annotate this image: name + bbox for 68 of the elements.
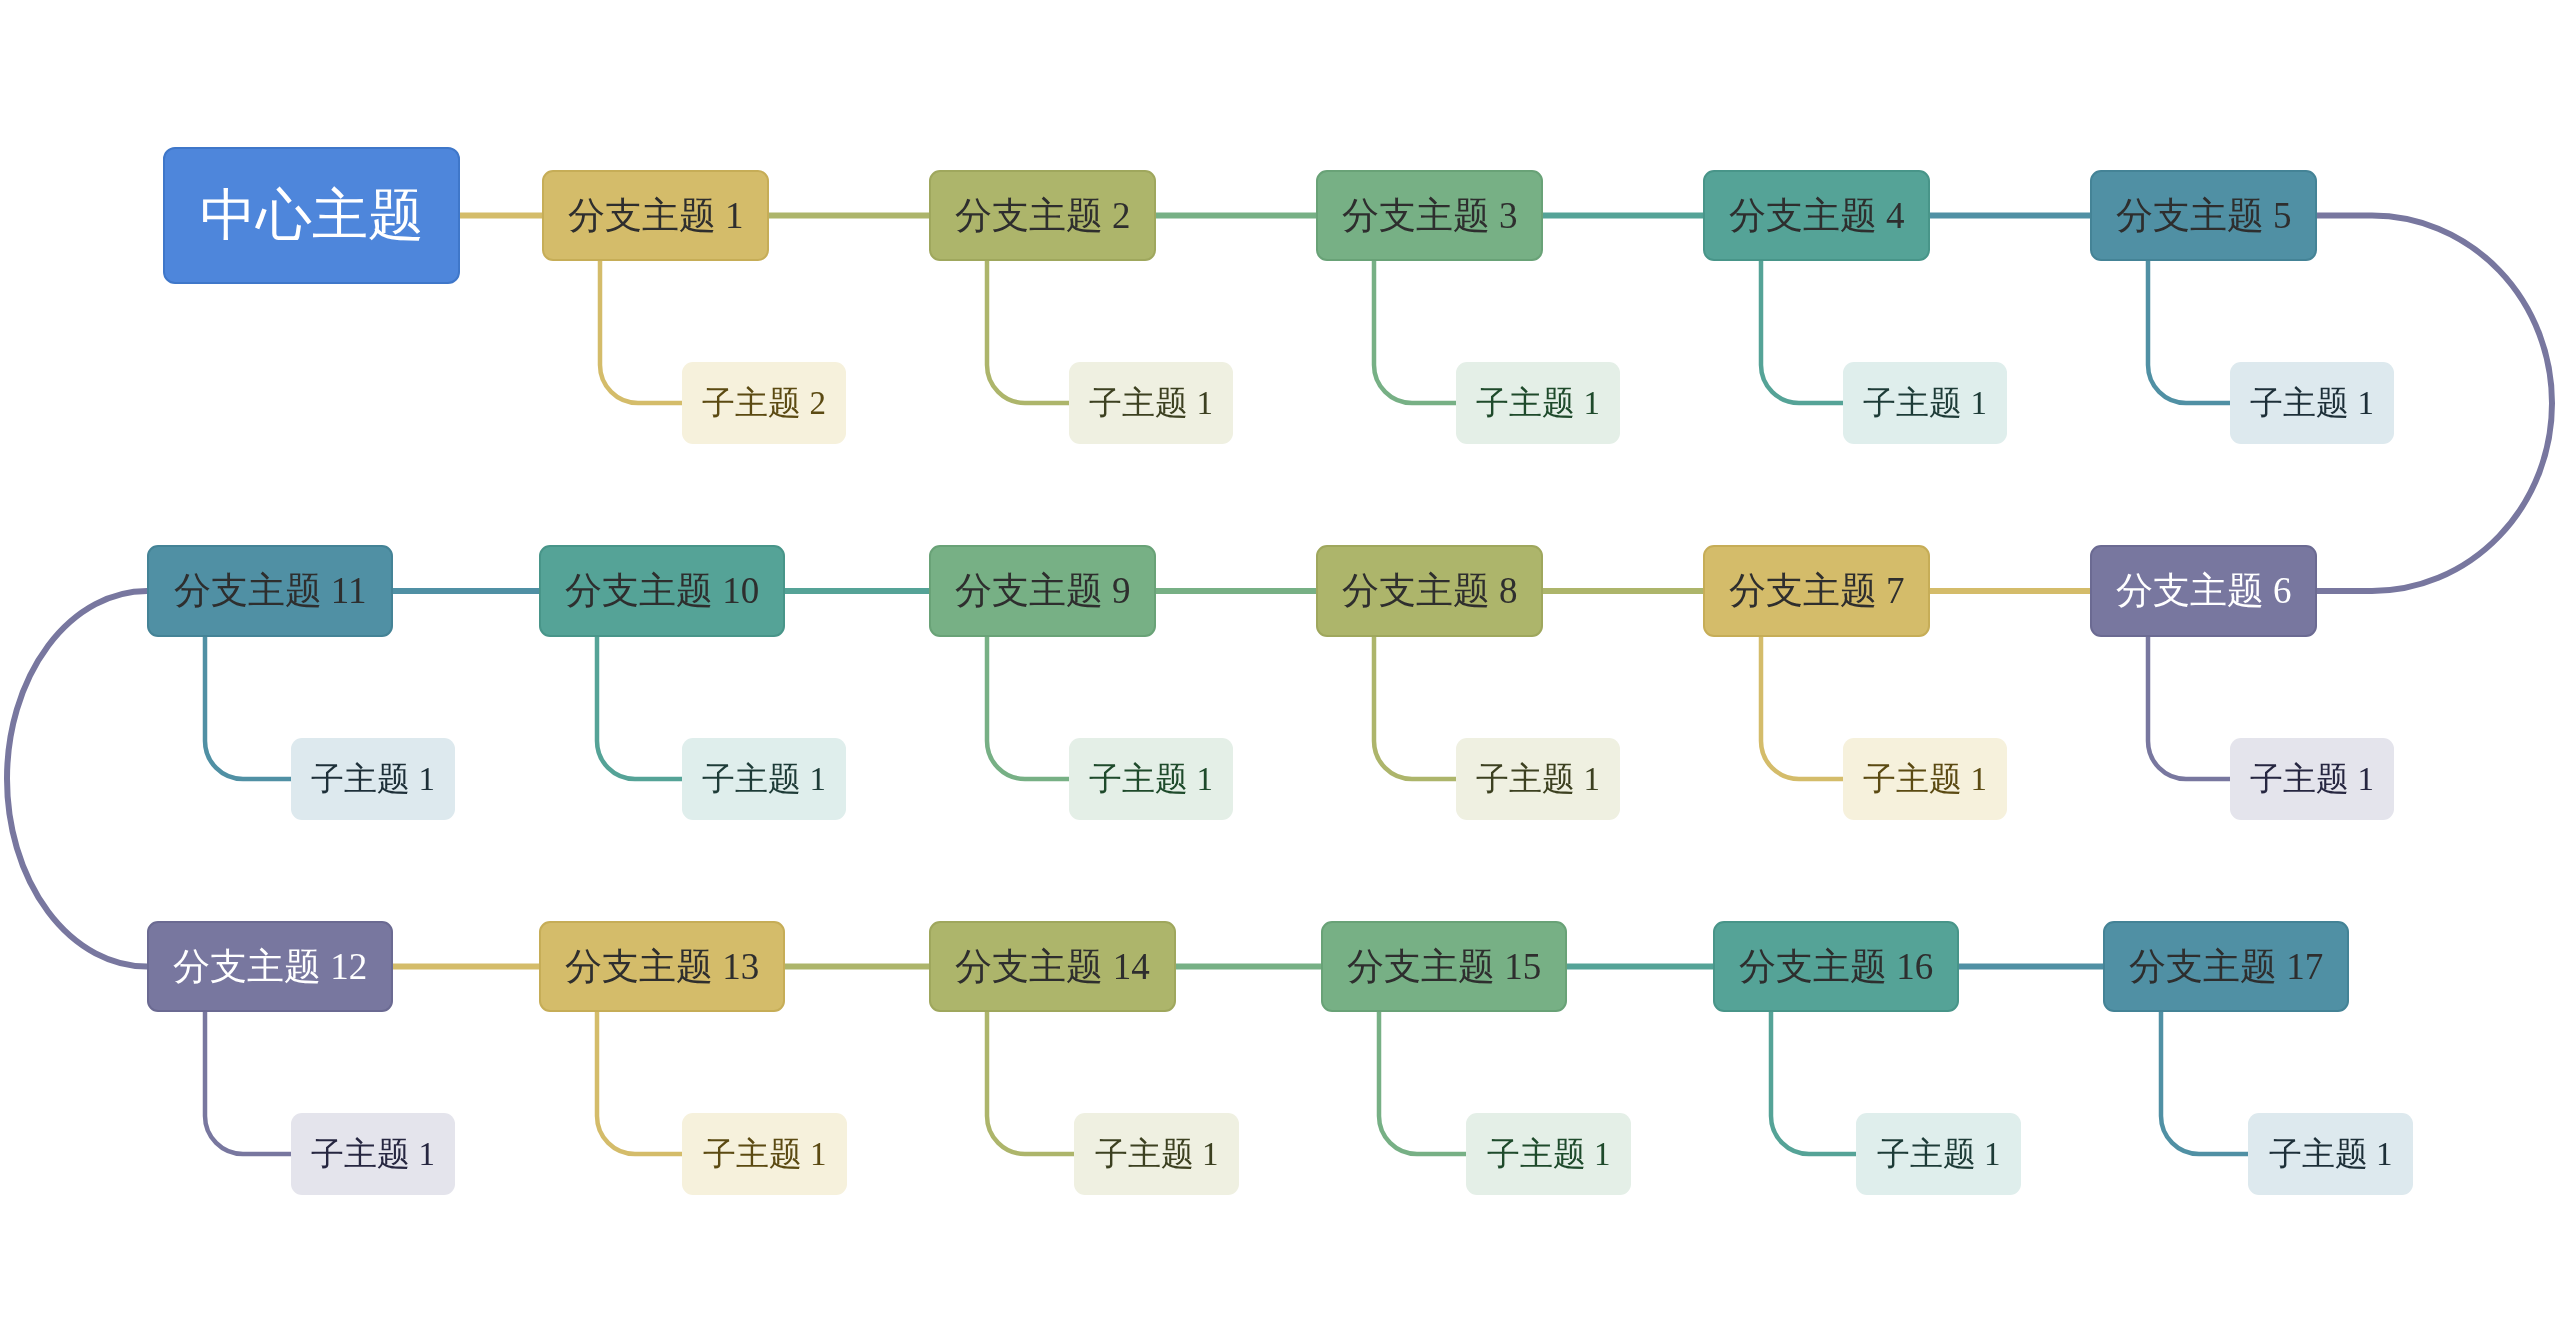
connector-line xyxy=(785,588,929,594)
branch-topic-box: 分支主题 7 xyxy=(1703,545,1930,637)
connector-line xyxy=(1176,963,1321,970)
subtopic-box: 子主题 1 xyxy=(2230,362,2394,444)
subtopic-box: 子主题 1 xyxy=(1456,738,1620,820)
subtopic-box: 子主题 1 xyxy=(1843,362,2007,444)
subtopic-box: 子主题 1 xyxy=(1856,1113,2021,1195)
subtopic-box: 子主题 1 xyxy=(1843,738,2007,820)
connector-line xyxy=(1543,588,1703,594)
connector-line xyxy=(1156,588,1316,594)
branch-topic-box: 分支主题 6 xyxy=(2090,545,2317,637)
branch-topic-box: 分支主题 9 xyxy=(929,545,1156,637)
connector-line xyxy=(393,588,539,594)
connector-line xyxy=(1959,963,2103,970)
connector-line xyxy=(1543,212,1703,219)
connector-line xyxy=(2145,637,2230,782)
branch-topic-box: 分支主题 4 xyxy=(1703,170,1930,261)
connector-line xyxy=(984,637,1069,782)
subtopic-box: 子主题 1 xyxy=(2230,738,2394,820)
connector-line xyxy=(1930,588,2090,594)
subtopic-box: 子主题 1 xyxy=(682,1113,847,1195)
subtopic-box: 子主题 1 xyxy=(291,738,455,820)
connector-line xyxy=(1930,212,2090,219)
subtopic-box: 子主题 1 xyxy=(1074,1113,1239,1195)
branch-topic-box: 分支主题 10 xyxy=(539,545,785,637)
subtopic-box: 子主题 1 xyxy=(1456,362,1620,444)
connector-line xyxy=(460,212,542,219)
connector-line xyxy=(1371,637,1456,782)
connector-line xyxy=(594,637,682,782)
connector-line xyxy=(1758,637,1843,782)
connector-line xyxy=(984,261,1069,406)
branch-topic-box: 分支主题 3 xyxy=(1316,170,1543,261)
branch-topic-box: 分支主题 13 xyxy=(539,921,785,1012)
branch-topic-box: 分支主题 15 xyxy=(1321,921,1567,1012)
connector-line xyxy=(1768,1012,1856,1157)
connector-line xyxy=(1156,212,1316,219)
branch-topic-box: 分支主题 12 xyxy=(147,921,393,1012)
connector-line xyxy=(597,261,682,406)
central-topic-box: 中心主题 xyxy=(163,147,460,284)
connector-line xyxy=(202,1012,291,1157)
branch-topic-box: 分支主题 2 xyxy=(929,170,1156,261)
connector-line xyxy=(1376,1012,1466,1157)
subtopic-box: 子主题 1 xyxy=(2248,1113,2413,1195)
branch-topic-box: 分支主题 14 xyxy=(929,921,1176,1012)
branch-topic-box: 分支主题 17 xyxy=(2103,921,2349,1012)
subtopic-box: 子主题 2 xyxy=(682,362,846,444)
branch-topic-box: 分支主题 1 xyxy=(542,170,769,261)
connector-line xyxy=(984,1012,1074,1157)
connector-line xyxy=(785,963,929,970)
branch-topic-box: 分支主题 16 xyxy=(1713,921,1959,1012)
subtopic-box: 子主题 1 xyxy=(1069,738,1233,820)
branch-topic-box: 分支主题 5 xyxy=(2090,170,2317,261)
connector-line xyxy=(1567,963,1713,970)
connector-line xyxy=(1758,261,1843,406)
connector-line xyxy=(594,1012,682,1157)
connector-line xyxy=(769,212,929,219)
connector-line xyxy=(1371,261,1456,406)
subtopic-box: 子主题 1 xyxy=(1466,1113,1631,1195)
connector-line xyxy=(2145,261,2230,406)
branch-topic-box: 分支主题 8 xyxy=(1316,545,1543,637)
subtopic-box: 子主题 1 xyxy=(682,738,846,820)
connector-line xyxy=(393,963,539,970)
branch-topic-box: 分支主题 11 xyxy=(147,545,393,637)
subtopic-box: 子主题 1 xyxy=(1069,362,1233,444)
connector-line xyxy=(2158,1012,2248,1157)
connector-line xyxy=(202,637,291,782)
connector-line xyxy=(2317,212,2555,594)
subtopic-box: 子主题 1 xyxy=(291,1113,455,1195)
